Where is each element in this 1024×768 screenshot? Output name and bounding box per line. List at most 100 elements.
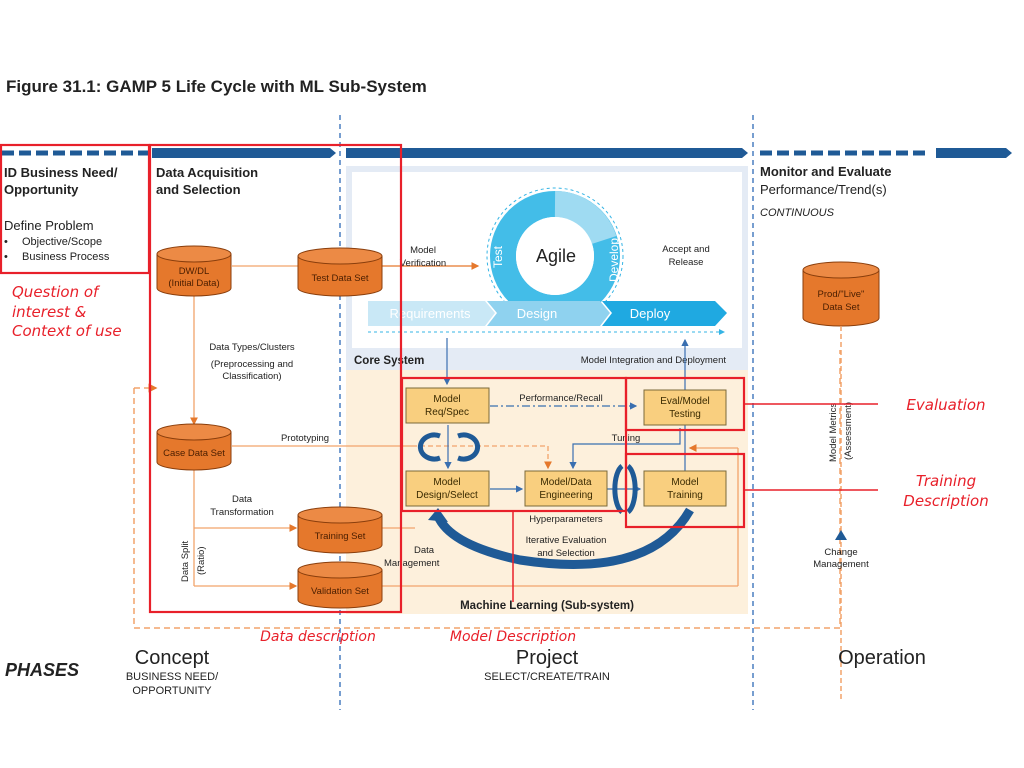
ml-box-req-spec: Model Req/Spec: [405, 387, 490, 424]
ml-box-data-engineering: Model/Data Engineering: [524, 470, 608, 507]
data-flow-lines: [190, 262, 739, 590]
svg-text:Training: Training: [667, 490, 703, 501]
svg-text:Model: Model: [433, 394, 460, 405]
data-management-label-2: Management: [384, 558, 440, 569]
timeline-arrow-operation: [936, 148, 1012, 158]
svg-text:•: •: [4, 236, 8, 248]
dataset-test: Test Data Set: [297, 247, 383, 297]
timeline-arrows: [2, 148, 1012, 158]
phases-label: PHASES: [5, 660, 79, 680]
model-verification-label: Model: [410, 245, 436, 256]
accept-release-label-2: Release: [669, 257, 704, 268]
model-integration-label: Model Integration and Deployment: [581, 355, 727, 366]
data-acq-title-1: Data Acquisition: [156, 165, 258, 180]
prototyping-label: Prototyping: [281, 433, 329, 444]
preprocessing-label: (Preprocessing and: [211, 359, 293, 370]
data-management-label: Data: [414, 545, 435, 556]
monitor-title: Monitor and Evaluate: [760, 164, 891, 179]
agile-develop-label: Develop: [607, 238, 621, 282]
svg-text:Design/Select: Design/Select: [416, 490, 478, 501]
annotation-question-3: Context of use: [12, 322, 122, 340]
performance-recall-label: Performance/Recall: [519, 393, 602, 404]
annotation-boxes: [0, 143, 746, 614]
svg-text:Model/Data: Model/Data: [540, 477, 592, 488]
prod-sublabel: Data Set: [823, 302, 860, 313]
phase-project-sub: SELECT/CREATE/TRAIN: [484, 671, 610, 683]
annotation-data-description: Data description: [260, 629, 376, 645]
deploy-label: Deploy: [630, 306, 671, 321]
annotation-question-1: Question of: [12, 283, 101, 301]
svg-text:Model: Model: [433, 477, 460, 488]
figure-title: Figure 31.1: GAMP 5 Life Cycle with ML S…: [6, 77, 427, 96]
phase-concept-sub-2: OPPORTUNITY: [132, 685, 212, 697]
dataset-prod: Prod/"Live" Data Set: [802, 261, 880, 327]
phase-concept-sub-1: BUSINESS NEED/: [126, 671, 219, 683]
svg-text:Engineering: Engineering: [539, 490, 592, 501]
assessment-label: (Assessment): [843, 402, 854, 460]
change-management-label: Change: [824, 547, 857, 558]
annotation-box-model: [400, 376, 628, 513]
annotation-leaders: [512, 403, 878, 602]
annotation-training-2: Description: [903, 492, 988, 510]
business-need-title-1: ID Business Need/: [4, 165, 118, 180]
classification-label: Classification): [222, 371, 281, 382]
change-management-triangle-icon: [835, 530, 847, 540]
annotation-question-2: interest &: [12, 303, 87, 321]
data-acq-title-2: and Selection: [156, 182, 241, 197]
agile-label: Agile: [536, 246, 576, 266]
core-system-label: Core System: [354, 355, 424, 367]
dataset-dwdl: DW/DL (Initial Data): [156, 245, 232, 297]
ml-box-eval-testing: Eval/Model Testing: [643, 389, 727, 426]
svg-text:Eval/Model: Eval/Model: [660, 396, 709, 407]
dataset-case: Case Data Set: [156, 423, 232, 471]
ml-box-training: Model Training: [643, 470, 727, 507]
define-problem: Define Problem: [4, 218, 94, 233]
accept-release-label: Accept and: [662, 244, 710, 255]
dataset-training: Training Set: [297, 506, 383, 554]
test-data-label: Test Data Set: [311, 273, 368, 284]
monitor-note: CONTINUOUS: [760, 207, 835, 219]
agile-test-label: Test: [491, 245, 505, 268]
training-set-label: Training Set: [315, 531, 366, 542]
dataset-validation: Validation Set: [297, 561, 383, 609]
change-management-label-2: Management: [813, 559, 869, 570]
monitor-subtitle: Performance/Trend(s): [760, 182, 887, 197]
design-label: Design: [517, 306, 557, 321]
data-transformation-label: Data: [232, 494, 253, 505]
ml-subsystem-label: Machine Learning (Sub-system): [460, 600, 634, 612]
svg-text:Req/Spec: Req/Spec: [425, 407, 469, 418]
ml-box-design-select: Model Design/Select: [405, 470, 490, 507]
svg-text:Model: Model: [671, 477, 698, 488]
prototyping-arrow: [412, 445, 552, 470]
iteration-arrows: [417, 432, 694, 569]
svg-text:•: •: [4, 251, 8, 263]
hyperparameters-label: Hyperparameters: [529, 514, 603, 525]
annotation-model-description: Model Description: [450, 629, 576, 645]
validation-set-label: Validation Set: [311, 586, 369, 597]
prod-label: Prod/"Live": [818, 289, 865, 300]
bullet-objective: Objective/Scope: [22, 236, 102, 248]
svg-text:Testing: Testing: [669, 409, 701, 420]
data-transformation-label-2: Transformation: [210, 507, 274, 518]
phase-project: Project: [516, 647, 579, 669]
requirements-label: Requirements: [390, 306, 471, 321]
model-metrics-label: Model Metrics: [828, 403, 839, 462]
dwdl-sublabel: (Initial Data): [168, 278, 219, 289]
data-types-label: Data Types/Clusters: [209, 342, 295, 353]
annotation-training-1: Training: [916, 472, 976, 490]
timeline-arrow-project: [346, 148, 748, 158]
data-split-label: Data Split: [180, 540, 191, 582]
business-need-section: ID Business Need/ Opportunity Define Pro…: [4, 165, 118, 263]
agile-pipeline: Requirements Design Deploy: [368, 301, 727, 335]
feedback-dashed-loop: [133, 350, 841, 629]
timeline-arrow-data: [152, 148, 336, 158]
phase-concept: Concept: [135, 647, 210, 669]
business-need-title-2: Opportunity: [4, 182, 79, 197]
iterative-label-2: and Selection: [537, 548, 595, 559]
iterative-label: Iterative Evaluation: [526, 535, 607, 546]
model-verification-label-2: Verification: [400, 258, 446, 269]
annotation-evaluation: Evaluation: [906, 396, 985, 414]
bullet-business-process: Business Process: [22, 251, 110, 263]
dwdl-label: DW/DL: [179, 266, 210, 277]
